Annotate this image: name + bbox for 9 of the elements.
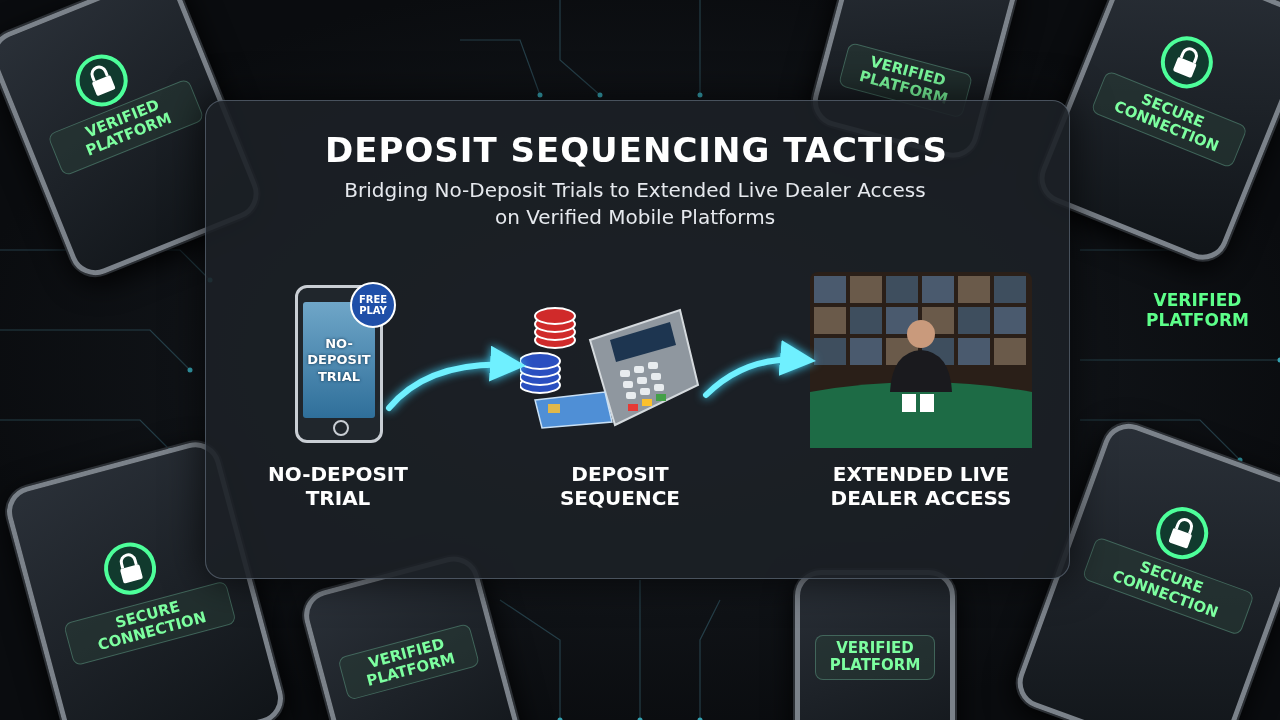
step-label: DEPOSIT SEQUENCE	[558, 462, 682, 510]
step-label: NO-DEPOSIT TRIAL	[267, 462, 409, 510]
background-label: VERIFIED PLATFORM	[1145, 290, 1250, 331]
step-label: EXTENDED LIVE DEALER ACCESS	[829, 462, 1013, 510]
phone-screen-label: VERIFIED PLATFORM	[815, 635, 935, 680]
title: DEPOSIT SEQUENCING TACTICS	[324, 130, 949, 170]
live-dealer-photo-placeholder	[810, 272, 1032, 448]
screen-text: NO-DEPOSIT TRIAL	[306, 336, 372, 385]
subtitle: Bridging No-Deposit Trials to Extended Live Dealer Access on Verified Mobile Platforms	[343, 177, 927, 231]
